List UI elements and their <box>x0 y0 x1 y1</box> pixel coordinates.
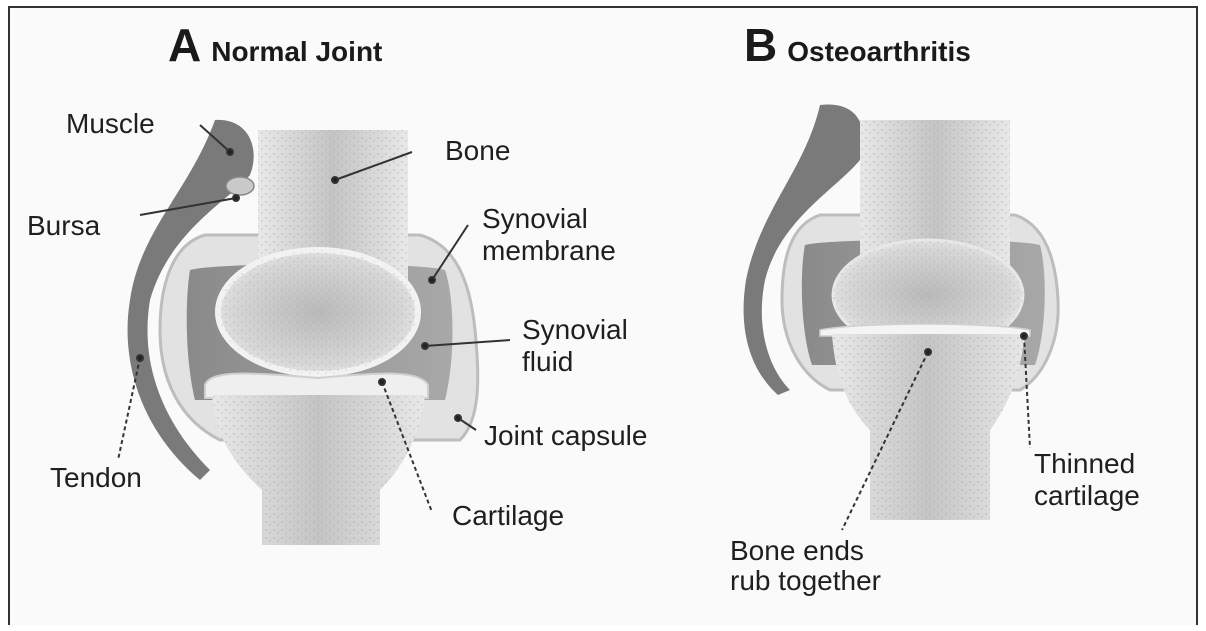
normal-joint-drawing <box>128 120 478 545</box>
label-bone-ends-2: rub together <box>730 565 881 597</box>
panel-b-title: B Osteoarthritis <box>744 18 971 72</box>
label-synovial-membrane-2: membrane <box>482 235 616 267</box>
label-cartilage: Cartilage <box>452 500 564 532</box>
label-tendon: Tendon <box>50 462 142 494</box>
label-synovial-fluid-1: Synovial <box>522 314 628 346</box>
panel-b-name: Osteoarthritis <box>787 36 971 67</box>
bursa-shape <box>226 177 254 195</box>
label-joint-capsule: Joint capsule <box>484 420 647 452</box>
label-bone: Bone <box>445 135 510 167</box>
cartilage-shape <box>205 374 428 398</box>
label-thinned-cartilage-1: Thinned <box>1034 448 1135 480</box>
panel-a-letter: A <box>168 19 201 71</box>
label-thinned-cartilage-2: cartilage <box>1034 480 1140 512</box>
panel-a-name: Normal Joint <box>211 36 382 67</box>
label-muscle: Muscle <box>66 108 155 140</box>
label-synovial-fluid-2: fluid <box>522 346 573 378</box>
label-synovial-membrane-1: Synovial <box>482 203 588 235</box>
label-bursa: Bursa <box>27 210 100 242</box>
panel-a-title: A Normal Joint <box>168 18 382 72</box>
osteoarthritis-drawing <box>744 104 1059 520</box>
label-bone-ends-1: Bone ends <box>730 535 864 567</box>
panel-b-letter: B <box>744 19 777 71</box>
